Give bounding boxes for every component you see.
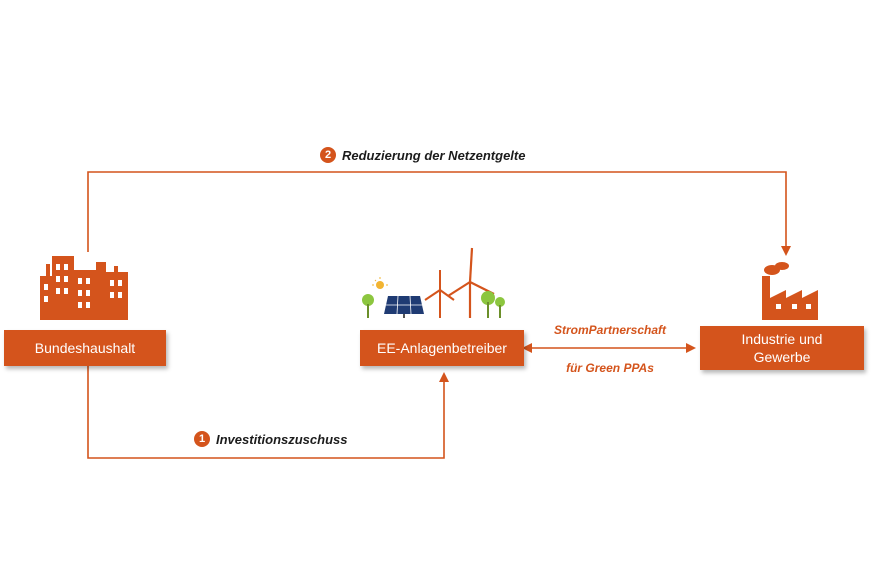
link-label-green-ppas: für Green PPAs xyxy=(566,361,654,375)
node-label: Bundeshaushalt xyxy=(34,340,136,356)
solar-panel xyxy=(384,295,424,318)
connector-bottom-arrow xyxy=(87,366,449,459)
flow-label-text: Investitionszuschuss xyxy=(216,431,348,447)
flow-label-investitionszuschuss: 1 Investitionszuschuss xyxy=(194,431,347,447)
flow-label-text: Reduzierung der Netzentgelte xyxy=(342,147,526,163)
node-ee-anlagenbetreiber: EE-Anlagenbetreiber xyxy=(360,330,524,366)
node-industrie-und-gewerbe: Industrie und Gewerbe xyxy=(700,326,864,370)
node-label: Industrie und Gewerbe xyxy=(741,331,823,365)
factory-icon xyxy=(762,262,818,320)
connector-top-arrow xyxy=(87,171,791,256)
city-buildings-icon xyxy=(40,256,128,320)
solar-wind-trees-icon xyxy=(362,247,505,318)
step-number-badge: 2 xyxy=(320,147,336,163)
node-label: EE-Anlagenbetreiber xyxy=(377,340,507,356)
step-number-badge: 1 xyxy=(194,431,210,447)
flow-label-netzentgelte: 2 Reduzierung der Netzentgelte xyxy=(320,147,525,163)
wind-turbine-small xyxy=(424,270,455,318)
link-label-strompartnerschaft: StromPartnerschaft xyxy=(553,323,667,337)
node-bundeshaushalt: Bundeshaushalt xyxy=(4,330,166,366)
